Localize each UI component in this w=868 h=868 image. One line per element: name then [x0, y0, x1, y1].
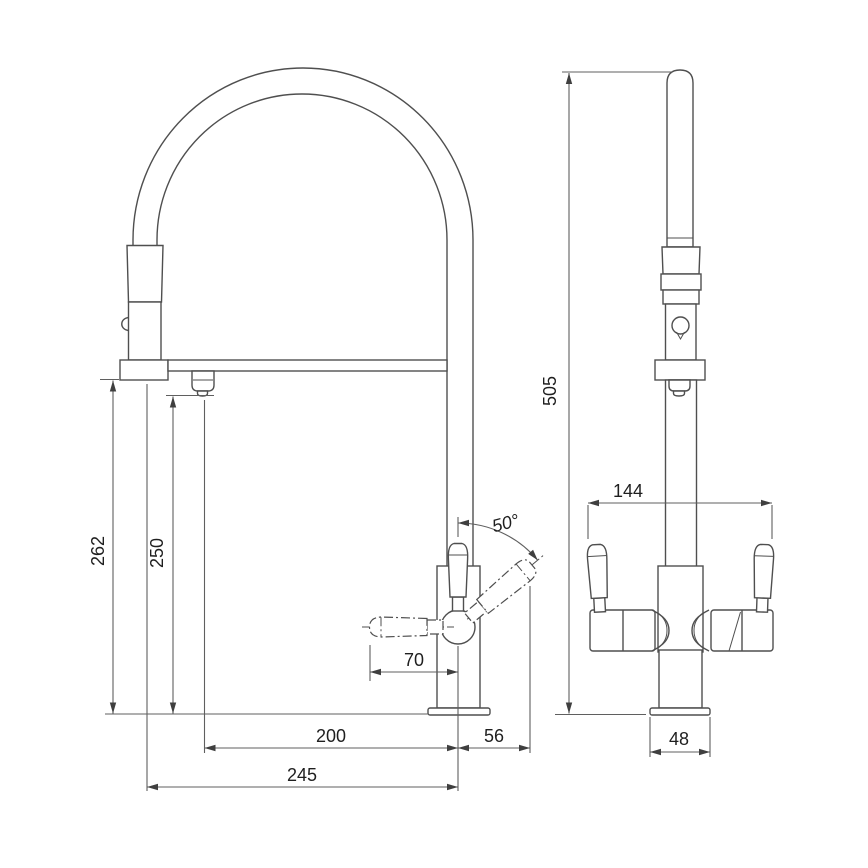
- dim-label-262: 262: [88, 536, 108, 566]
- dim-label-200: 200: [316, 726, 346, 746]
- lever-handle-right-side: [751, 543, 775, 614]
- riser-pipe-side: [664, 379, 698, 568]
- support-arm: [167, 359, 448, 372]
- phantom-lever-angled: [463, 553, 546, 624]
- side-elevation: [585, 69, 775, 716]
- dim-label-48: 48: [669, 729, 689, 749]
- dimension-angle-50: 50°: [457, 510, 541, 563]
- front-elevation: [119, 67, 546, 716]
- valve-body-side: [589, 565, 774, 709]
- dim-label-245: 245: [287, 765, 317, 785]
- dim-label-56: 56: [484, 726, 504, 746]
- dim-label-70: 70: [404, 650, 424, 670]
- dim-label-50deg: 50°: [490, 510, 521, 536]
- dimension-144: 144: [587, 481, 773, 539]
- aerator-front: [191, 370, 215, 397]
- spray-head-front: [121, 244, 164, 361]
- dimension-48: 48: [649, 717, 711, 757]
- spout-arch: [132, 67, 474, 566]
- spray-button-side: [671, 316, 690, 335]
- dimension-245: 245: [147, 765, 458, 791]
- spray-button-front: [121, 316, 129, 332]
- dimension-262: 262: [88, 378, 119, 714]
- dim-label-505: 505: [540, 376, 560, 406]
- spray-holder-bracket: [119, 359, 169, 381]
- dimension-200: 200: [204, 726, 458, 752]
- spray-wand-side: [660, 69, 702, 361]
- base-flange-side: [649, 707, 711, 716]
- aerator-side: [668, 379, 691, 397]
- dimension-250: 250: [147, 394, 214, 714]
- holder-collar-side: [654, 359, 706, 381]
- dim-label-144: 144: [613, 481, 643, 501]
- dimension-505: 505: [540, 71, 673, 716]
- dimension-70: 70: [370, 650, 458, 676]
- dim-label-250: 250: [147, 538, 167, 568]
- base-flange-front: [427, 707, 491, 716]
- lever-handle-left-side: [585, 543, 611, 614]
- dimension-56: 56: [458, 726, 530, 752]
- phantom-lever-horizontal: [362, 616, 454, 638]
